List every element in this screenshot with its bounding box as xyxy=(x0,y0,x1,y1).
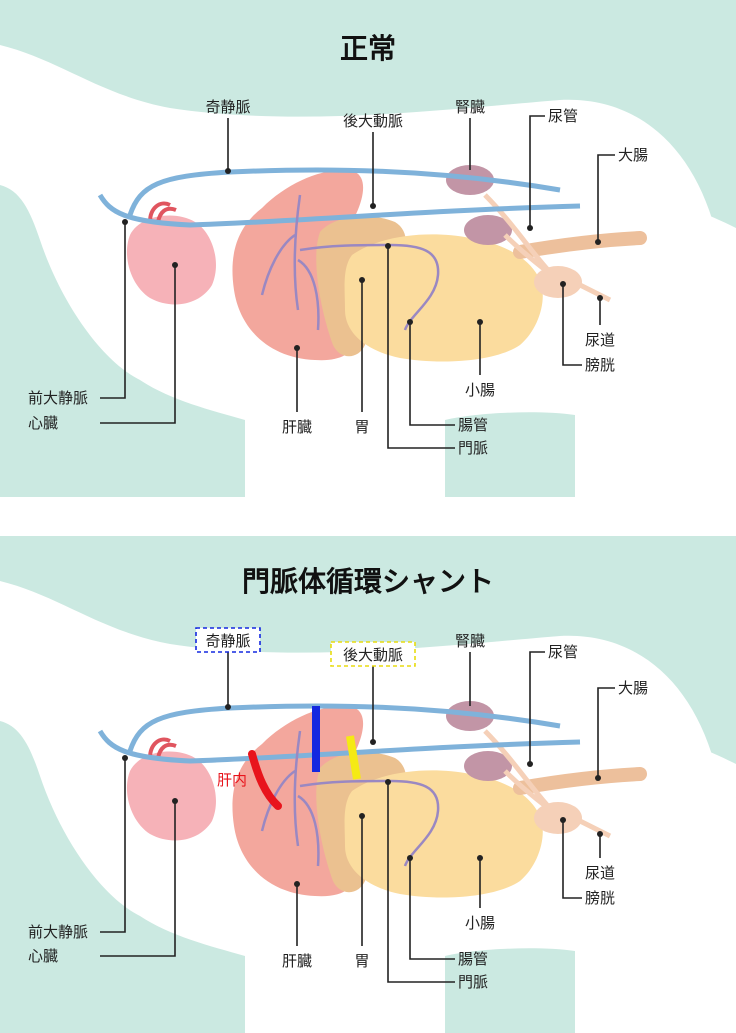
ureter-leader xyxy=(529,115,545,228)
shunt-anatomy-panel: 門脈体循環シャント 肝内 奇静脈 後大動脈 腎臓 尿管 大腸 前大静脈 xyxy=(0,536,736,1033)
label-stomach: 胃 xyxy=(354,418,369,436)
stomach-dot xyxy=(359,813,365,819)
liver-dot xyxy=(294,345,300,351)
bladder-leader xyxy=(562,284,582,366)
label-stomach: 胃 xyxy=(354,952,369,970)
ureter-dot xyxy=(527,761,533,767)
heart-dot xyxy=(172,262,178,268)
small-intestine-organ xyxy=(344,234,543,362)
heart-leader xyxy=(100,801,176,957)
label-liver: 肝臓 xyxy=(282,952,312,970)
liver-dot xyxy=(294,881,300,887)
ureter-lines xyxy=(483,729,612,839)
bladder-dot xyxy=(560,281,566,287)
bladder-leader xyxy=(562,820,582,899)
label-intestinal-tract: 腸管 xyxy=(458,950,488,968)
label-azygos: 奇静脈 xyxy=(205,98,250,116)
panel-title: 門脈体循環シャント xyxy=(242,565,494,598)
portal-vein-vessels xyxy=(260,730,440,867)
heart-vessels xyxy=(148,737,177,759)
small-intestine-dot xyxy=(477,855,483,861)
label-intestinal-tract: 腸管 xyxy=(458,416,488,434)
label-liver: 肝臓 xyxy=(282,418,312,436)
portal-vein-vessels xyxy=(260,194,440,331)
label-urethra: 尿道 xyxy=(585,864,615,882)
label-portal-vein: 門脈 xyxy=(458,439,488,457)
normal-anatomy-diagram: 正常 奇静脈 後大動脈 腎臓 尿管 大腸 前大静脈 心臓 肝臓 xyxy=(0,0,736,497)
heart-vessels xyxy=(148,201,177,223)
ureter-leader xyxy=(529,651,545,764)
stomach-dot xyxy=(359,277,365,283)
label-caudal-vena-cava: 後大動脈 xyxy=(343,112,403,130)
caudal-vena-cava-dot xyxy=(370,739,376,745)
label-cranial-vena-cava: 前大静脈 xyxy=(28,923,88,941)
azygos-dot xyxy=(225,704,231,710)
portal-vein-dot xyxy=(385,243,391,249)
label-ureter: 尿管 xyxy=(548,107,578,125)
panel-title: 正常 xyxy=(340,32,396,65)
cranial-vena-cava-dot xyxy=(122,755,128,761)
label-small-intestine: 小腸 xyxy=(465,381,495,399)
heart-leader xyxy=(100,265,176,424)
bladder-dot xyxy=(560,817,566,823)
large-intestine-leader xyxy=(597,154,615,242)
intestinal-tract-dot xyxy=(407,319,413,325)
tail-silhouette xyxy=(600,730,736,798)
large-intestine-dot xyxy=(595,775,601,781)
heart-organ xyxy=(126,751,216,841)
label-large-intestine: 大腸 xyxy=(618,146,648,164)
portal-vein-leader xyxy=(387,782,455,983)
label-heart: 心臓 xyxy=(28,947,58,965)
cranial-vena-cava-leader xyxy=(100,758,126,933)
label-azygos: 奇静脈 xyxy=(205,632,250,650)
bladder-organ xyxy=(534,266,582,298)
azygos-dot xyxy=(225,168,231,174)
caudal-vena-cava xyxy=(97,729,581,764)
label-portal-vein: 門脈 xyxy=(458,973,488,991)
label-large-intestine: 大腸 xyxy=(618,679,648,697)
ureter-lines xyxy=(483,193,612,303)
shunt-anatomy-diagram: 門脈体循環シャント 肝内 奇静脈 後大動脈 腎臓 尿管 大腸 前大静脈 xyxy=(0,536,736,1033)
normal-anatomy-panel: 正常 奇静脈 後大動脈 腎臓 尿管 大腸 前大静脈 心臓 肝臓 xyxy=(0,0,736,497)
label-kidney: 腎臓 xyxy=(455,98,485,116)
azygos-label-box xyxy=(195,627,261,653)
small-intestine-dot xyxy=(477,319,483,325)
label-bladder: 膀胱 xyxy=(585,356,615,374)
label-urethra: 尿道 xyxy=(585,331,615,349)
heart-organ xyxy=(126,215,216,305)
intestinal-tract-dot xyxy=(407,855,413,861)
label-heart: 心臓 xyxy=(28,414,58,432)
portocaval-shunt xyxy=(346,735,361,780)
label-small-intestine: 小腸 xyxy=(465,914,495,932)
urethra-dot xyxy=(597,295,603,301)
label-intrahepatic: 肝内 xyxy=(217,771,247,789)
intrahepatic-shunt xyxy=(248,750,282,810)
kidney-lower xyxy=(464,751,512,781)
portal-vein-dot xyxy=(385,779,391,785)
label-ureter: 尿管 xyxy=(548,643,578,661)
urethra-dot xyxy=(597,831,603,837)
cranial-vena-cava-leader xyxy=(100,222,126,399)
heart-dot xyxy=(172,798,178,804)
label-kidney: 腎臓 xyxy=(455,632,485,650)
small-intestine-organ xyxy=(344,770,543,898)
portal-vein-leader xyxy=(387,246,455,449)
caudal-vena-cava xyxy=(97,193,581,228)
azygos-vein xyxy=(127,703,561,752)
tail-silhouette xyxy=(600,194,736,262)
large-intestine-leader xyxy=(597,687,615,778)
intestinal-tract-leader xyxy=(409,322,455,426)
intestinal-tract-leader xyxy=(409,858,455,960)
azygos-vein xyxy=(127,167,561,216)
label-bladder: 膀胱 xyxy=(585,889,615,907)
cranial-vena-cava-dot xyxy=(122,219,128,225)
bladder-organ xyxy=(534,802,582,834)
caudal-vena-cava-dot xyxy=(370,203,376,209)
caudal-vena-cava-label-box xyxy=(330,641,416,667)
kidney-lower xyxy=(464,215,512,245)
label-caudal-vena-cava: 後大動脈 xyxy=(343,646,403,664)
ureter-dot xyxy=(527,225,533,231)
large-intestine-dot xyxy=(595,239,601,245)
label-cranial-vena-cava: 前大静脈 xyxy=(28,389,88,407)
